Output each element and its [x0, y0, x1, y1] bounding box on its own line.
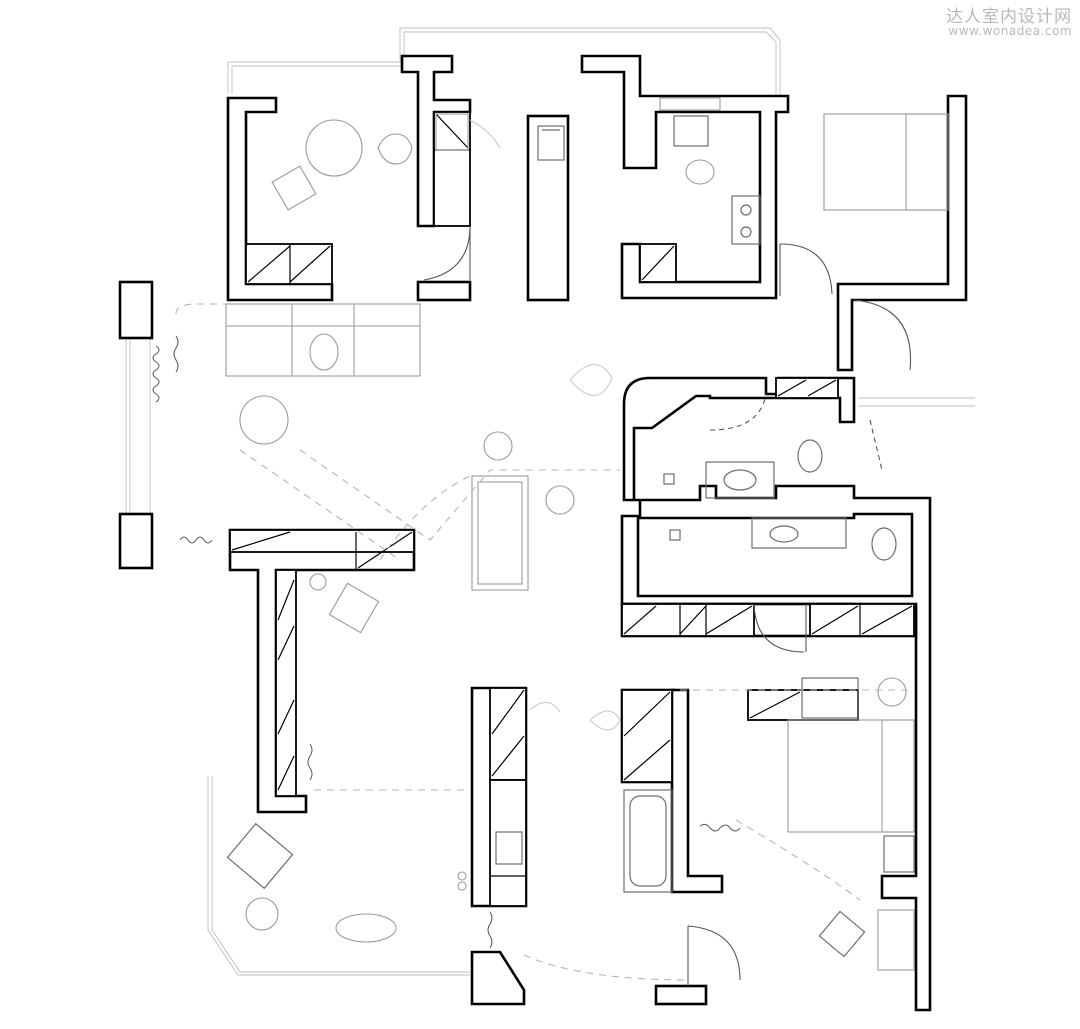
wall-bottom-small [654, 984, 708, 1006]
bed-bottom-right [787, 719, 915, 833]
furniture [225, 97, 949, 971]
bathtub [623, 789, 673, 893]
wall-bottom-stub [470, 950, 526, 1006]
round-table-top [305, 119, 363, 177]
bed-top-right [823, 113, 949, 211]
curtains [152, 335, 741, 949]
coffee-table [471, 475, 529, 591]
wall-bedroom-top [836, 94, 968, 372]
column-left-top [118, 280, 154, 340]
cabinets [229, 111, 915, 907]
watermark-title: 达人室内设计网 [946, 7, 1072, 27]
watermark-url: www.wonadea.com [948, 24, 1072, 38]
wall-kitchen [580, 54, 790, 300]
island-wall [526, 114, 570, 302]
light-door-leaves [469, 119, 621, 731]
wall-bath-bottom [670, 688, 724, 894]
wall-study-L [228, 528, 416, 814]
column-left-bottom [118, 512, 154, 570]
wall-stub [416, 280, 472, 302]
doors [423, 225, 912, 986]
sofa-living [225, 303, 421, 377]
wall-bathrooms [620, 376, 932, 1012]
circulation-paths [175, 303, 910, 981]
